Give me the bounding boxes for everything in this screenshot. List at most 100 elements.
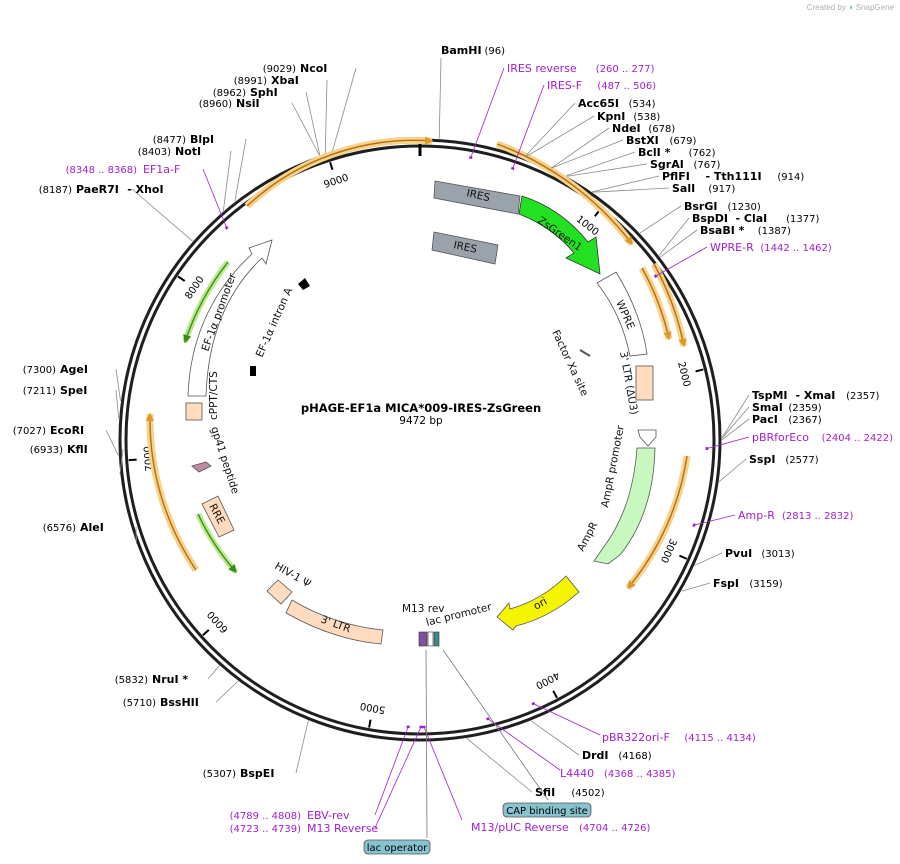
enzyme-acc65i[interactable]: Acc65I(534) [578, 97, 656, 110]
enzyme-name: SpeI [60, 384, 87, 397]
enzyme-paer7i[interactable]: (8187)PaeR7I- XhoI [39, 183, 164, 196]
feature-m13-rev[interactable] [427, 631, 434, 647]
enzyme-leader-25 [105, 429, 119, 456]
feature-3ltr[interactable] [285, 599, 384, 645]
enzyme-leader-20 [295, 720, 309, 774]
feature-ef1a-promoter[interactable] [187, 239, 273, 397]
plasmid-name: pHAGE-EF1a MICA*009-IRES-ZsGreen [301, 401, 541, 415]
enzyme-name: NsiI [236, 97, 260, 110]
primer-ampr[interactable]: Amp-R(2813 .. 2832) [738, 509, 854, 522]
enzyme-name: PvuI [725, 547, 752, 560]
enzyme-pflfi[interactable]: PflFI- Tth111I(914) [662, 170, 804, 183]
enzyme-leader-8 [592, 187, 670, 193]
enzyme-blpi[interactable]: (8477)BlpI [153, 133, 214, 146]
enzyme-spei[interactable]: (7211)SpeI [23, 384, 88, 397]
tick-label-4000: 4000 [534, 669, 562, 691]
feature-zsgreen1[interactable] [518, 195, 601, 275]
primer-pbr322orif[interactable]: pBR322ori-F (4115 .. 4134) [602, 731, 756, 744]
primer-leader-10 [202, 168, 228, 229]
enzyme-bsrgi[interactable]: BsrGI(1230) [684, 200, 761, 213]
primer-position: (4115 .. 4134) [684, 733, 756, 744]
enzyme-bcli[interactable]: BclI *(762) [638, 146, 716, 159]
feature-gp41-peptide[interactable] [191, 461, 212, 473]
primer-position: (2404 .. 2422) [822, 433, 894, 444]
primer-mark-1 [510, 166, 515, 171]
primer-ef1af[interactable]: (8348 .. 8368)EF1a-F [66, 163, 181, 176]
enzyme-alei[interactable]: (6576)AleI [43, 521, 104, 534]
primer-pbrforeco[interactable]: pBRforEco(2404 .. 2422) [752, 431, 893, 444]
enzyme-bspdi[interactable]: BspDI- ClaI(1377) [692, 212, 819, 225]
feature-ampr[interactable] [593, 447, 656, 565]
enzyme-nsii[interactable]: (8960)NsiI [199, 97, 260, 110]
enzyme-tspmi[interactable]: TspMI- XmaI(2357) [752, 389, 879, 402]
cap-binding-site-box[interactable] [502, 802, 592, 818]
primer-m13reverse[interactable]: (4723 .. 4739)M13 Reverse [230, 822, 379, 835]
enzyme-position: (8962) [213, 88, 246, 99]
enzyme-paci[interactable]: PacI(2367) [752, 413, 822, 426]
tick-label-5000: 5000 [359, 700, 386, 715]
enzyme-bstxi[interactable]: BstXI(679) [626, 134, 696, 147]
enzyme-bsabi[interactable]: BsaBI *(1387) [700, 224, 791, 237]
enzyme-leader-34 [332, 67, 357, 152]
lac-operator-box[interactable] [363, 839, 431, 855]
feature-rre[interactable] [201, 495, 235, 538]
primer-iresf[interactable]: IRES-F(487 .. 506) [547, 79, 656, 92]
primer-position: (4704 .. 4726) [579, 823, 651, 834]
backbone-outer-ring [118, 138, 722, 742]
enzyme-bspei[interactable]: (5307)BspEI [203, 767, 275, 780]
enzyme-name: Acc65I [578, 97, 619, 110]
enzyme-smai[interactable]: SmaI(2359) [752, 401, 822, 414]
feature-3ltr-du3[interactable] [635, 365, 654, 401]
enzyme-pvui[interactable]: PvuI(3013) [725, 547, 795, 560]
feature-cppt-cts[interactable] [185, 402, 203, 421]
enzyme-name: SphI [250, 86, 278, 99]
enzyme-ndei[interactable]: NdeI(678) [612, 122, 675, 135]
enzyme-bamhi[interactable]: BamHI(96) [441, 44, 505, 57]
enzyme-kpni[interactable]: KpnI(538) [597, 110, 660, 123]
enzyme-name: EcoRI [50, 424, 84, 437]
feature-hiv1-psi[interactable] [266, 579, 293, 605]
primer-name: Amp-R [738, 509, 775, 522]
primer-m13pucreverse[interactable]: M13/pUC Reverse(4704 .. 4726) [471, 821, 651, 834]
enzyme-position: (5307) [203, 769, 236, 780]
enzyme-leader-10 [658, 217, 690, 256]
primer-iresreverse[interactable]: IRES reverse(260 .. 277) [507, 62, 655, 75]
feature-ires-inner[interactable] [431, 231, 499, 265]
enzyme-ecori[interactable]: (7027)EcoRI [13, 424, 84, 437]
primer-name: pBR322ori-F [602, 731, 670, 744]
enzyme-drdi[interactable]: DrdI(4168) [582, 749, 652, 762]
primer-wprer[interactable]: WPRE-R(1442 .. 1462) [710, 241, 832, 254]
enzyme-bsshii[interactable]: (5710)BssHII [123, 696, 199, 709]
enzyme-noti[interactable]: (8403)NotI [138, 145, 201, 158]
enzyme-leader-1 [524, 102, 576, 158]
primer-l4440[interactable]: L4440(4368 .. 4385) [560, 767, 676, 780]
enzyme-sphi[interactable]: (8962) SphI [213, 86, 278, 99]
primer-position: (4789 .. 4808) [230, 811, 302, 822]
enzyme-position: (5832) [115, 675, 148, 686]
feature-ef1a-intron-marker-2 [250, 366, 256, 376]
enzyme-xbai[interactable]: (8991)XbaI [234, 74, 299, 87]
feature-ampr-promoter[interactable] [637, 429, 657, 447]
feature-lac-promoter[interactable] [418, 631, 428, 647]
annotation-boxes: CAP binding site lac operator [363, 649, 592, 855]
enzyme-name-alt: - Tth111I [706, 170, 762, 183]
enzyme-kfli[interactable]: (6933)KflI [30, 443, 88, 456]
enzyme-fspi[interactable]: FspI(3159) [713, 577, 783, 590]
feature-ori[interactable] [496, 575, 580, 631]
primer-mark-4 [692, 523, 696, 527]
primer-ebvrev[interactable]: (4789 .. 4808)EBV-rev [230, 809, 350, 822]
enzyme-agei[interactable]: (7300)AgeI [23, 363, 88, 376]
lac-operator-label: lac operator [367, 843, 428, 854]
enzyme-sali[interactable]: SalI(917) [672, 182, 735, 195]
enzyme-ncoi[interactable]: (9029)NcoI [263, 62, 328, 75]
enzyme-sgrai[interactable]: SgrAI(767) [650, 158, 720, 171]
feature-wpre[interactable] [596, 271, 648, 357]
enzyme-leader-24 [119, 448, 124, 475]
feature-cap-site[interactable] [433, 631, 440, 647]
enzyme-leader-17 [681, 582, 711, 592]
primer-name: IRES reverse [507, 62, 577, 75]
feature-ires-outer[interactable] [433, 180, 521, 215]
enzyme-leader-12 [721, 394, 750, 439]
enzyme-sspi[interactable]: SspI(2577) [749, 453, 819, 466]
enzyme-nrui[interactable]: (5832)NruI * [115, 673, 189, 686]
